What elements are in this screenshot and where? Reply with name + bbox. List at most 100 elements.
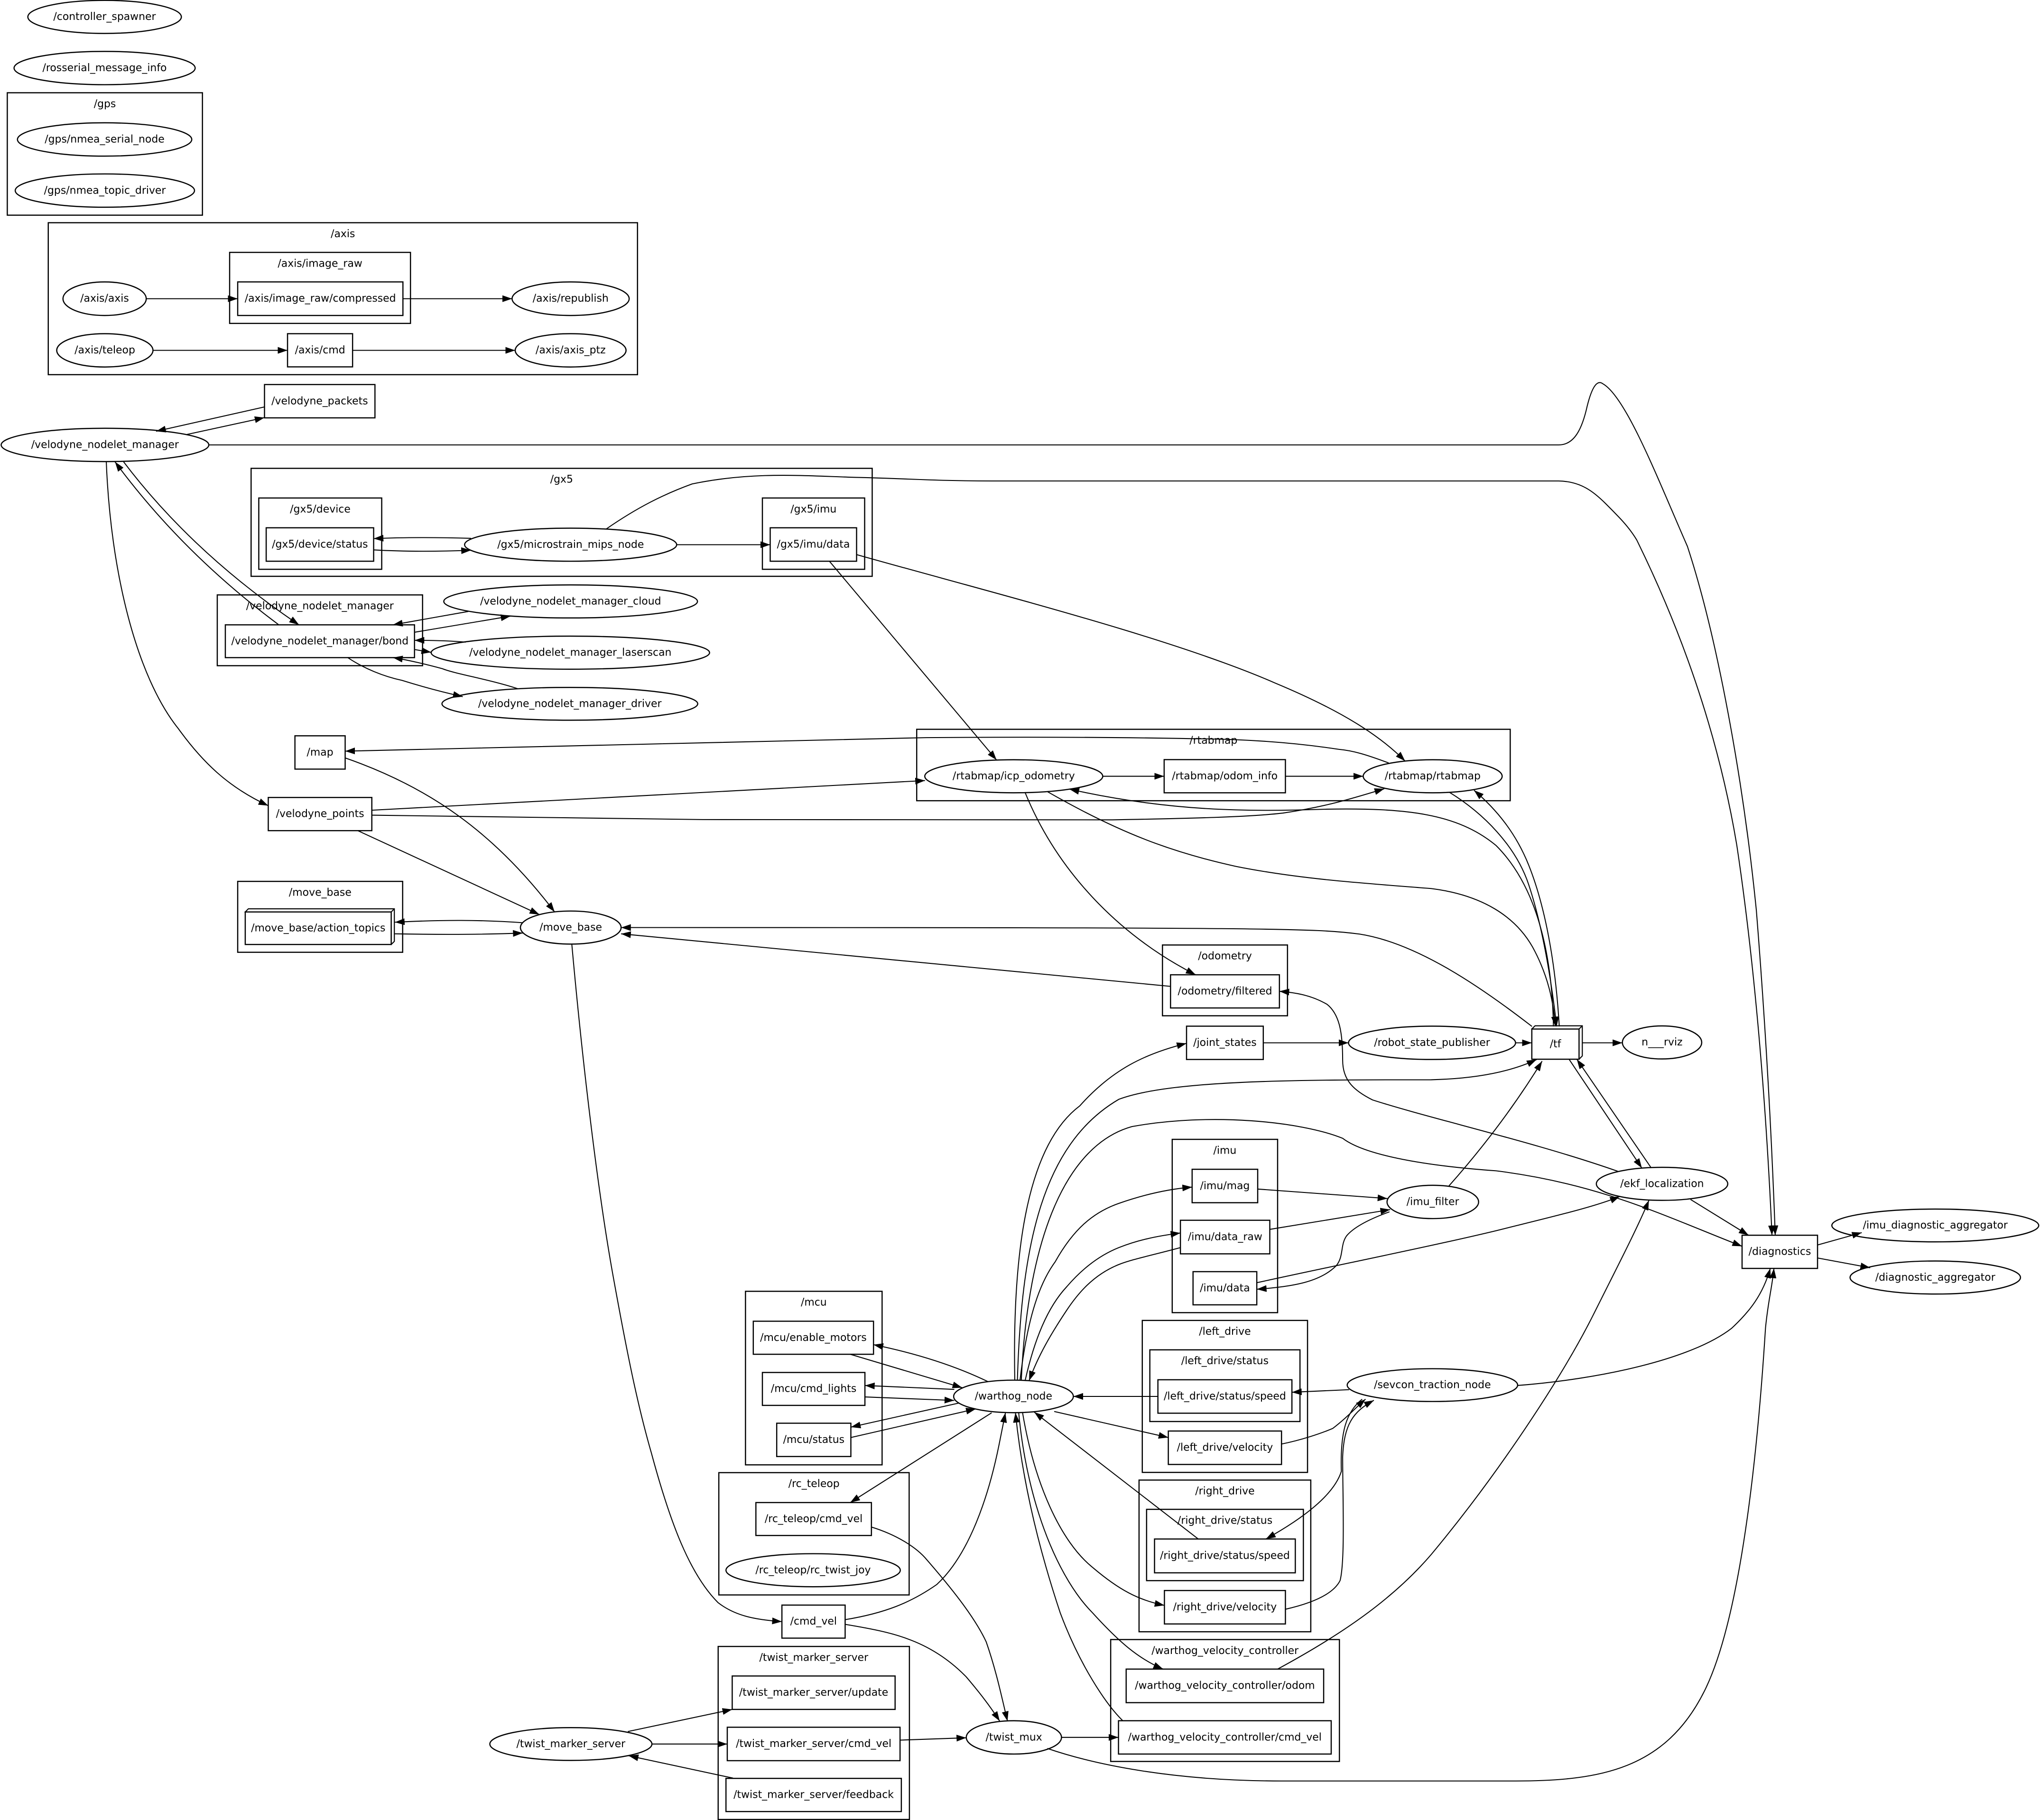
node-controller-spawner[interactable]: /controller_spawner (27, 0, 182, 34)
topic-box[interactable] (776, 1423, 852, 1457)
topic-box[interactable] (1192, 1271, 1258, 1306)
node-ellipse[interactable] (1849, 1260, 2021, 1295)
topic-twist-marker-server-update[interactable]: /twist_marker_server/update (732, 1675, 896, 1710)
node-ellipse[interactable] (443, 584, 698, 619)
topic-move-base-action-topics[interactable]: /move_base/action_topics (244, 908, 395, 945)
topic-box[interactable] (268, 797, 372, 831)
topic-box[interactable] (264, 384, 376, 419)
topic-box[interactable] (224, 624, 415, 658)
node-warthog-node[interactable]: /warthog_node (953, 1379, 1074, 1414)
edge-right-drive-velocity-to-sevcon-traction-node (1285, 1400, 1374, 1610)
node-n-rviz[interactable]: n___rviz (1622, 1025, 1703, 1060)
topic-gx5-imu-data[interactable]: /gx5/imu/data (770, 527, 857, 562)
topic-cmd-vel[interactable]: /cmd_vel (781, 1604, 846, 1639)
node-robot-state-publisher[interactable]: /robot_state_publisher (1348, 1025, 1516, 1060)
node-ellipse[interactable] (1386, 1184, 1479, 1219)
topic-box[interactable] (265, 527, 374, 562)
topic-box[interactable] (1125, 1668, 1325, 1703)
topic-mcu-status[interactable]: /mcu/status (776, 1423, 852, 1457)
node-imu-filter[interactable]: /imu_filter (1386, 1184, 1479, 1219)
topic-rc-teleop-cmd-vel[interactable]: /rc_teleop/cmd_vel (755, 1502, 872, 1536)
node-rosserial-message-info[interactable]: /rosserial_message_info (13, 51, 196, 85)
topic-imu-data[interactable]: /imu/data (1192, 1271, 1258, 1306)
node-imu-diagnostic-aggregator[interactable]: /imu_diagnostic_aggregator (1831, 1208, 2040, 1243)
node-move-base[interactable]: /move_base (519, 910, 622, 945)
topic-imu-mag[interactable]: /imu/mag (1191, 1168, 1259, 1203)
node-velodyne-nodelet-manager-cloud[interactable]: /velodyne_nodelet_manager_cloud (443, 584, 698, 619)
topic-odometry-filtered[interactable]: /odometry/filtered (1170, 974, 1280, 1009)
topic-box[interactable] (1741, 1234, 1818, 1269)
node-ellipse[interactable] (13, 51, 196, 85)
topic-tf[interactable]: /tf (1531, 1025, 1583, 1060)
topic-twist-marker-server-cmd-vel[interactable]: /twist_marker_server/cmd_vel (726, 1727, 901, 1762)
topic-box[interactable] (755, 1502, 872, 1536)
topic-box[interactable] (1168, 1430, 1282, 1465)
topic-diagnostics[interactable]: /diagnostics (1741, 1234, 1818, 1269)
topic-mcu-cmd-lights[interactable]: /mcu/cmd_lights (761, 1372, 866, 1406)
node-velodyne-nodelet-manager[interactable]: /velodyne_nodelet_manager (0, 427, 210, 462)
node-velodyne-nodelet-manager-laserscan[interactable]: /velodyne_nodelet_manager_laserscan (430, 635, 710, 670)
topic-box[interactable] (287, 333, 353, 368)
topic-box[interactable] (1186, 1025, 1264, 1060)
node-ellipse[interactable] (1595, 1166, 1729, 1201)
edge-cmd-vel-to-warthog-node (845, 1413, 1007, 1620)
node-gps-nmea-topic-driver[interactable]: /gps/nmea_topic_driver (14, 173, 195, 208)
topic-box[interactable] (752, 1321, 874, 1355)
node-gx5-microstrain-mips-node[interactable]: /gx5/microstrain_mips_node (464, 527, 677, 562)
node-axis-axis-ptz[interactable]: /axis/axis_ptz (514, 333, 627, 368)
node-twist-mux[interactable]: /twist_mux (965, 1720, 1062, 1755)
topic-box[interactable] (1170, 974, 1280, 1009)
node-diagnostic-aggregator[interactable]: /diagnostic_aggregator (1849, 1260, 2021, 1295)
topic-rtabmap-odom-info[interactable]: /rtabmap/odom_info (1163, 759, 1286, 794)
topic-joint-states[interactable]: /joint_states (1186, 1025, 1264, 1060)
node-ellipse[interactable] (511, 281, 630, 316)
node-velodyne-nodelet-manager-driver[interactable]: /velodyne_nodelet_manager_driver (441, 686, 698, 721)
topic-box[interactable] (294, 735, 346, 770)
topic-box[interactable] (732, 1675, 896, 1710)
topic-axis-cmd[interactable]: /axis/cmd (287, 333, 353, 368)
node-rtabmap-rtabmap[interactable]: /rtabmap/rtabmap (1363, 759, 1503, 794)
node-ellipse[interactable] (725, 1553, 901, 1588)
node-twist-marker-server[interactable]: /twist_marker_server (489, 1727, 653, 1761)
topic-box[interactable] (1164, 1589, 1286, 1625)
topic-gx5-device-status[interactable]: /gx5/device/status (265, 527, 374, 562)
topic-box[interactable] (244, 911, 392, 945)
topic-right-drive-velocity[interactable]: /right_drive/velocity (1164, 1589, 1286, 1625)
topic-box[interactable] (1157, 1379, 1293, 1414)
node-rtabmap-icp-odometry[interactable]: /rtabmap/icp_odometry (924, 759, 1103, 794)
node-ekf-localization[interactable]: /ekf_localization (1595, 1166, 1729, 1201)
node-axis-axis[interactable]: /axis/axis (62, 281, 147, 316)
topic-imu-data-raw[interactable]: /imu/data_raw (1179, 1219, 1270, 1255)
topic-velodyne-packets[interactable]: /velodyne_packets (264, 384, 376, 419)
topic-left-drive-velocity[interactable]: /left_drive/velocity (1168, 1430, 1282, 1465)
node-axis-republish[interactable]: /axis/republish (511, 281, 630, 316)
topic-mcu-enable-motors[interactable]: /mcu/enable_motors (752, 1321, 874, 1355)
topic-box[interactable] (1154, 1538, 1296, 1574)
topic-box[interactable] (725, 1778, 902, 1812)
topic-velodyne-nodelet-manager-bond[interactable]: /velodyne_nodelet_manager/bond (224, 624, 415, 658)
node-axis-teleop[interactable]: /axis/teleop (56, 333, 154, 368)
node-ellipse[interactable] (441, 686, 698, 721)
node-ellipse[interactable] (1831, 1208, 2040, 1243)
topic-label: /imu/mag (1200, 1180, 1250, 1192)
topic-box[interactable] (1163, 759, 1286, 794)
topic-velodyne-points[interactable]: /velodyne_points (268, 797, 372, 831)
topic-box[interactable] (1531, 1028, 1580, 1060)
node-sevcon-traction-node[interactable]: /sevcon_traction_node (1346, 1368, 1519, 1402)
node-ellipse[interactable] (27, 0, 182, 34)
topic-box[interactable] (726, 1727, 901, 1762)
topic-right-drive-status-speed[interactable]: /right_drive/status/speed (1154, 1538, 1296, 1574)
topic-box[interactable] (761, 1372, 866, 1406)
node-ellipse[interactable] (14, 173, 195, 208)
node-rc-teleop-rc-twist-joy[interactable]: /rc_teleop/rc_twist_joy (725, 1553, 901, 1588)
topic-warthog-velocity-controller-odom[interactable]: /warthog_velocity_controller/odom (1125, 1668, 1325, 1703)
node-ellipse[interactable] (17, 122, 193, 157)
topic-map[interactable]: /map (294, 735, 346, 770)
topic-axis-image-raw-compressed[interactable]: /axis/image_raw/compressed (237, 281, 404, 316)
topic-box[interactable] (781, 1604, 846, 1639)
topic-warthog-velocity-controller-cmd-vel[interactable]: /warthog_velocity_controller/cmd_vel (1118, 1720, 1332, 1755)
node-gps-nmea-serial-node[interactable]: /gps/nmea_serial_node (17, 122, 193, 157)
topic-twist-marker-server-feedback[interactable]: /twist_marker_server/feedback (725, 1778, 902, 1812)
topic-box[interactable] (1179, 1219, 1270, 1255)
topic-left-drive-status-speed[interactable]: /left_drive/status/speed (1157, 1379, 1293, 1414)
